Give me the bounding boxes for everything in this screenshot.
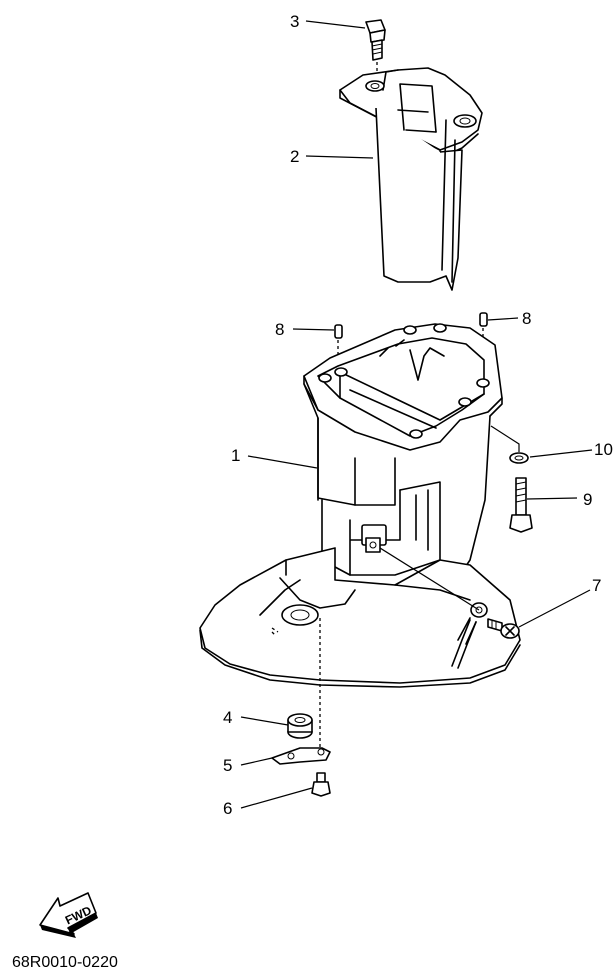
callout-2: 2 (290, 147, 299, 166)
part-5-plate (271, 747, 331, 765)
part-3-bolt (365, 19, 386, 80)
part-4-grommet (287, 713, 313, 739)
callout-4: 4 (223, 708, 232, 727)
callout-6: 6 (223, 799, 232, 818)
callout-10: 10 (594, 440, 613, 459)
fwd-arrow-icon: FWD (39, 892, 98, 938)
part-9-bolt (509, 477, 533, 533)
callout-9: 9 (583, 490, 592, 509)
part-1-upper-casing (199, 323, 521, 688)
callout-1: 1 (231, 446, 240, 465)
callout-8-right: 8 (522, 309, 531, 328)
leader-lines (240, 20, 593, 809)
part-6-plug (311, 772, 331, 797)
callout-5: 5 (223, 756, 232, 775)
part-2-exhaust-guide (339, 67, 483, 291)
callout-7: 7 (592, 576, 601, 595)
diagram-code: 68R0010-0220 (12, 954, 118, 971)
callout-8-left: 8 (275, 320, 284, 339)
callout-3: 3 (290, 12, 299, 31)
part-7-screw (487, 618, 520, 639)
part-10-washer (490, 425, 529, 464)
